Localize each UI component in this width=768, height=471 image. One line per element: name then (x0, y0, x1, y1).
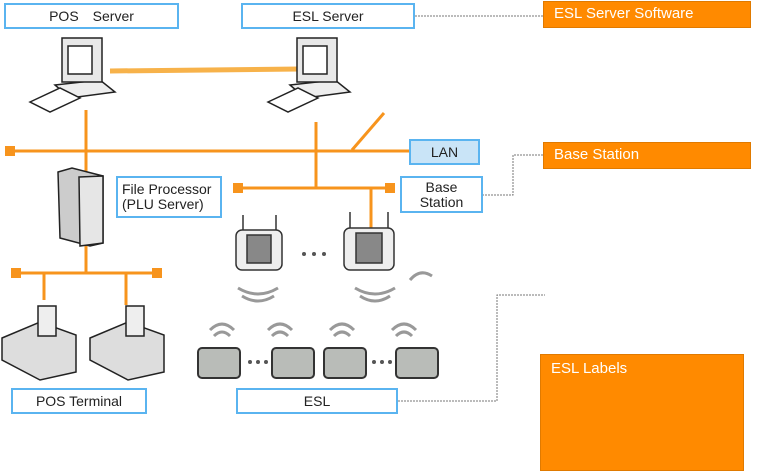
bus-terminator (5, 146, 15, 156)
plu-server-text: (PLU Server) (122, 196, 204, 212)
esl-text: ESL (303, 392, 331, 409)
base-station-icon (343, 212, 395, 271)
esl-label: ESL (236, 388, 398, 414)
pos-terminal-icon (89, 305, 165, 381)
esl-server-icon (266, 37, 352, 113)
pos-server-icon (28, 37, 117, 113)
pos-terminal-text: POS Terminal (35, 392, 123, 409)
pos-server-label: POS Server (4, 3, 179, 29)
lan-text: LAN (430, 143, 459, 160)
base-station-label: Base Station (400, 176, 483, 213)
file-processor-label: File Processor (PLU Server) (116, 176, 222, 218)
callout-esl-labels: ESL Labels (540, 354, 744, 471)
base-station-icon (235, 215, 283, 271)
callout-esl-server-software: ESL Server Software (543, 1, 751, 28)
pos-terminal-icon (1, 305, 77, 381)
lan-diag (350, 112, 386, 151)
file-processor-icon (57, 167, 104, 247)
pos-server-text: POS Server (49, 7, 134, 24)
file-processor-text: File Processor (122, 181, 212, 197)
esl-server-label: ESL Server (241, 3, 415, 29)
base-text: Base (425, 178, 458, 195)
station-text: Station (419, 193, 464, 210)
esl-server-text: ESL Server (292, 7, 364, 24)
server-link (109, 66, 301, 74)
pos-terminal-label: POS Terminal (11, 388, 147, 414)
wireless-signal-icon (208, 271, 433, 338)
callout-text: Base Station (554, 146, 640, 163)
lan-label: LAN (409, 139, 480, 165)
callout-text: ESL Server Software (554, 5, 694, 22)
callout-text: ESL Labels (551, 360, 628, 377)
esl-label-icon (197, 347, 439, 379)
callout-base-station: Base Station (543, 142, 751, 169)
